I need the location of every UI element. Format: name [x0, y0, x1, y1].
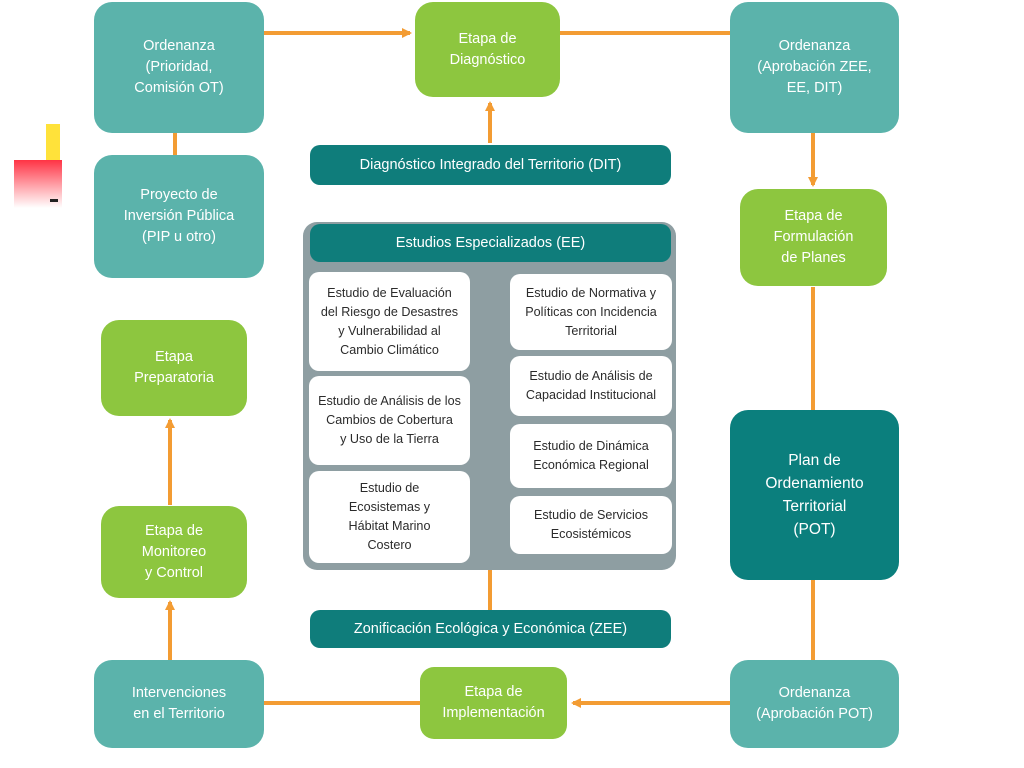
node-proyecto-inversion: Proyecto de Inversión Pública (PIP u otr… — [94, 155, 264, 278]
study-dinamica-economica: Estudio de Dinámica Económica Regional — [510, 424, 672, 488]
bar-ee: Estudios Especializados (EE) — [310, 224, 671, 262]
node-ordenanza-prioridad: Ordenanza (Prioridad, Comisión OT) — [94, 2, 264, 133]
node-ordenanza-aprobacion-pot: Ordenanza (Aprobación POT) — [730, 660, 899, 748]
study-normativa-politicas: Estudio de Normativa y Políticas con Inc… — [510, 274, 672, 350]
study-cambios-cobertura: Estudio de Análisis de los Cambios de Co… — [309, 376, 470, 465]
node-ordenanza-aprobacion-zee: Ordenanza (Aprobación ZEE, EE, DIT) — [730, 2, 899, 133]
node-etapa-formulacion: Etapa de Formulación de Planes — [740, 189, 887, 286]
study-riesgo-desastres: Estudio de Evaluación del Riesgo de Desa… — [309, 272, 470, 371]
study-capacidad-institucional: Estudio de Análisis de Capacidad Institu… — [510, 356, 672, 416]
node-intervenciones: Intervenciones en el Territorio — [94, 660, 264, 748]
decorative-dash — [50, 199, 58, 202]
node-etapa-monitoreo: Etapa de Monitoreo y Control — [101, 506, 247, 598]
bar-zee: Zonificación Ecológica y Económica (ZEE) — [310, 610, 671, 648]
node-etapa-preparatoria: Etapa Preparatoria — [101, 320, 247, 416]
node-plan-ordenamiento: Plan de Ordenamiento Territorial (POT) — [730, 410, 899, 580]
bar-dit: Diagnóstico Integrado del Territorio (DI… — [310, 145, 671, 185]
study-servicios-ecosistemicos: Estudio de Servicios Ecosistémicos — [510, 496, 672, 554]
study-ecosistemas-marino: Estudio de Ecosistemas y Hábitat Marino … — [309, 471, 470, 563]
node-etapa-diagnostico: Etapa de Diagnóstico — [415, 2, 560, 97]
node-etapa-implementacion: Etapa de Implementación — [420, 667, 567, 739]
